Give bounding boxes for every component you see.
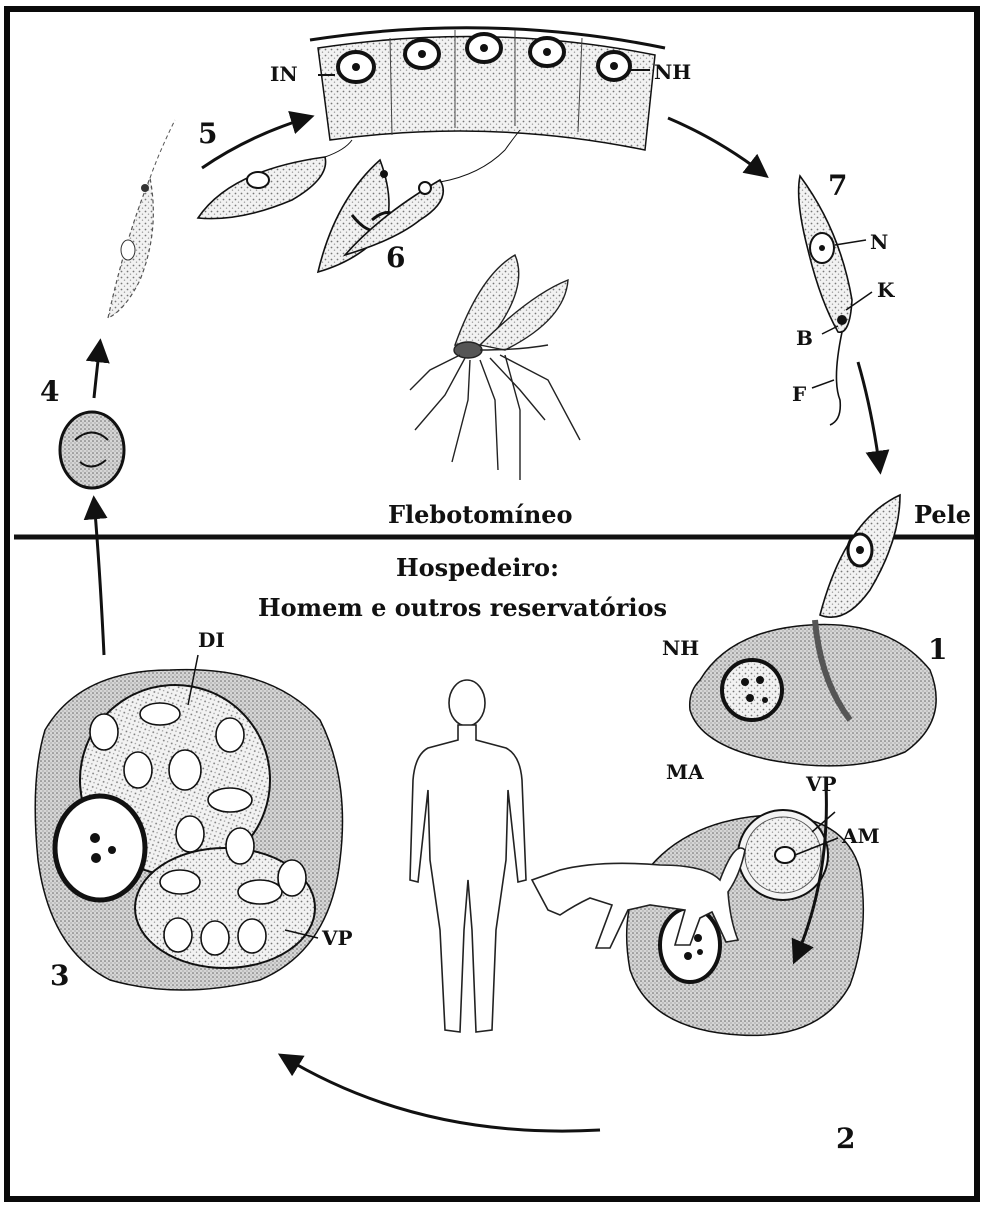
label-division: DI <box>198 630 225 650</box>
label-nucleus: N <box>870 232 888 252</box>
macrophage-stage-2 <box>627 810 864 1035</box>
metacyclic-promastigote-stage-7 <box>799 176 872 425</box>
stage-number-3: 3 <box>50 962 69 990</box>
promastigote-stage-5 <box>198 140 352 219</box>
stage-number-7: 7 <box>828 172 847 200</box>
intestinal-epithelium <box>310 28 665 150</box>
host-subtitle: Homem e outros reservatórios <box>258 596 667 620</box>
label-amastigote: AM <box>842 826 880 846</box>
label-macrophage: MA <box>666 762 704 782</box>
label-vacuole-3: VP <box>322 928 353 948</box>
label-kinetoplast: K <box>877 280 894 300</box>
stage-number-5: 5 <box>198 120 217 148</box>
label-flagellum: F <box>792 384 806 404</box>
label-vacuole-2: VP <box>806 774 837 794</box>
sandfly-vector <box>410 255 580 480</box>
vector-caption: Flebotomíneo <box>388 503 573 527</box>
host-title: Hospedeiro: <box>396 556 559 580</box>
stage-number-4: 4 <box>40 378 59 406</box>
human-host <box>410 680 526 1032</box>
macrophage-stage-1 <box>690 620 936 766</box>
transforming-stage-4 <box>60 120 175 488</box>
stage-number-2: 2 <box>836 1125 855 1153</box>
label-basal-body: B <box>796 328 813 348</box>
promastigote-in-skin <box>820 495 900 617</box>
label-host-nucleus-top: NH <box>654 62 691 82</box>
label-host-nucleus-1: NH <box>662 638 699 658</box>
stage-number-1: 1 <box>928 636 947 664</box>
macrophage-stage-3 <box>35 654 342 990</box>
skin-caption: Pele <box>914 503 971 527</box>
stage-number-6: 6 <box>386 244 405 272</box>
label-intestine: IN <box>270 64 298 84</box>
promastigote-stage-6 <box>318 130 520 272</box>
